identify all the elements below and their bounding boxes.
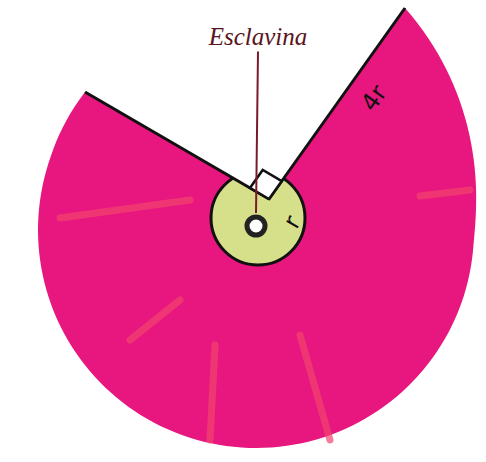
inner-circle — [211, 171, 305, 265]
right-angle-mark — [250, 170, 282, 199]
leader-line — [256, 52, 258, 214]
wedge-edge — [85, 92, 269, 199]
fabric-fold — [300, 335, 330, 440]
part-name: Esclavina — [209, 24, 308, 49]
fabric-fold — [210, 345, 215, 440]
fabric-fold — [420, 190, 470, 196]
fabric-fold — [60, 200, 190, 218]
wedge-cut — [65, 0, 411, 199]
neck-hole — [247, 217, 265, 235]
fabric-fold — [130, 300, 180, 340]
